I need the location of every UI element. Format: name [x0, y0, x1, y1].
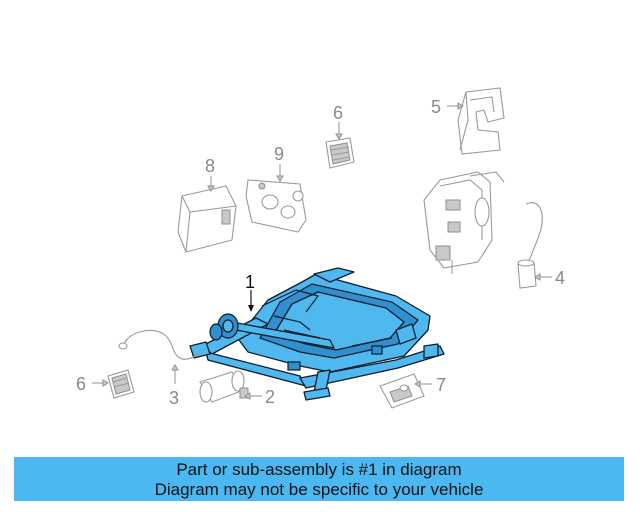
arrowhead-3: [171, 364, 179, 371]
part-1-seat-track[interactable]: [189, 267, 445, 401]
arrowhead-6-top: [335, 133, 343, 140]
arrowhead-8: [207, 185, 215, 192]
info-banner: Part or sub-assembly is #1 in diagram Di…: [14, 457, 624, 501]
callout-5[interactable]: 5: [431, 97, 441, 117]
arrowhead-4: [534, 273, 541, 281]
banner-line-2: Diagram may not be specific to your vehi…: [154, 480, 484, 499]
callout-3[interactable]: 3: [169, 388, 179, 408]
part-2-motor[interactable]: [199, 370, 249, 403]
part-6-left[interactable]: [107, 369, 135, 399]
part-5-bracket[interactable]: [457, 87, 505, 155]
arrowhead-7: [414, 380, 421, 388]
part-9-panel[interactable]: [245, 179, 307, 233]
banner-line-1: Part or sub-assembly is #1 in diagram: [176, 460, 462, 479]
parts-diagram: 6 5 8 9: [76, 87, 565, 409]
part-4-cable[interactable]: [517, 202, 543, 289]
callout-2[interactable]: 2: [265, 387, 275, 407]
callout-6-left[interactable]: 6: [76, 374, 86, 394]
lumbar-mechanism: [423, 171, 505, 274]
callout-1[interactable]: 1: [245, 272, 255, 292]
callout-4[interactable]: 4: [555, 268, 565, 288]
part-3-cable[interactable]: [118, 329, 203, 360]
part-7-switch[interactable]: [379, 373, 425, 409]
arrowhead-2: [244, 392, 251, 400]
arrowhead-5: [457, 102, 464, 110]
callout-8[interactable]: 8: [205, 156, 215, 176]
arrowhead-1: [248, 305, 254, 312]
arrowhead-9: [276, 175, 284, 182]
callout-6-top[interactable]: 6: [333, 103, 343, 123]
arrowhead-6-left: [102, 379, 109, 387]
part-8-module[interactable]: [177, 185, 237, 253]
part-6-top[interactable]: [325, 137, 355, 169]
callout-7[interactable]: 7: [436, 375, 446, 395]
callout-9[interactable]: 9: [274, 144, 284, 164]
